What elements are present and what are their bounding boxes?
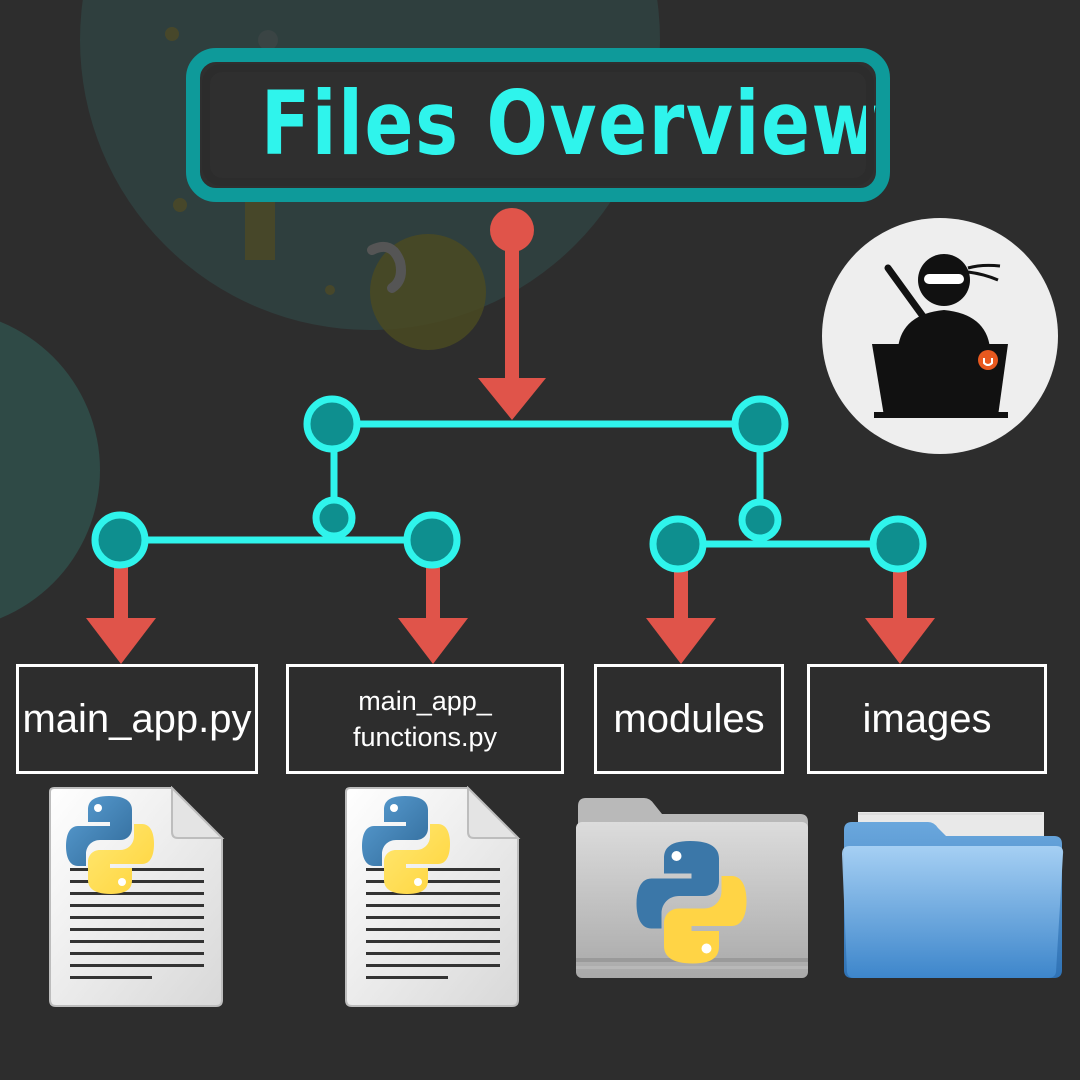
node-label: main_app.py <box>22 697 252 741</box>
node-leaf-2 <box>403 511 461 569</box>
node-box-main-app: main_app.py <box>16 664 258 774</box>
python-file-icon <box>49 786 225 1007</box>
blue-folder-icon <box>842 812 1064 978</box>
tree-nodes <box>91 395 927 573</box>
node-leaf-1 <box>91 511 149 569</box>
python-file-icon <box>345 786 521 1007</box>
leaf-arrows <box>86 564 935 664</box>
node-box-main-app-functions: main_app_ functions.py <box>286 664 564 774</box>
ninja-laptop-icon <box>823 219 1057 453</box>
node-box-modules: modules <box>594 664 784 774</box>
node-box-images: images <box>807 664 1047 774</box>
node-label: modules <box>613 697 765 741</box>
node-label: images <box>862 697 992 741</box>
node-junction-left <box>312 496 356 540</box>
node-leaf-3 <box>649 515 707 573</box>
branch-lines <box>120 420 898 548</box>
root-arrow <box>478 208 546 420</box>
node-level1-left <box>303 395 361 453</box>
author-badge <box>822 218 1058 454</box>
node-leaf-4 <box>869 515 927 573</box>
node-junction-right <box>738 498 782 542</box>
node-label-line2: functions.py <box>352 722 498 752</box>
node-label-line1: main_app_ <box>358 686 492 716</box>
node-level1-right <box>731 395 789 453</box>
python-folder-icon <box>576 798 808 978</box>
diagram-title: Files Overview <box>260 72 880 175</box>
title-frame: Files Overview <box>186 48 890 202</box>
